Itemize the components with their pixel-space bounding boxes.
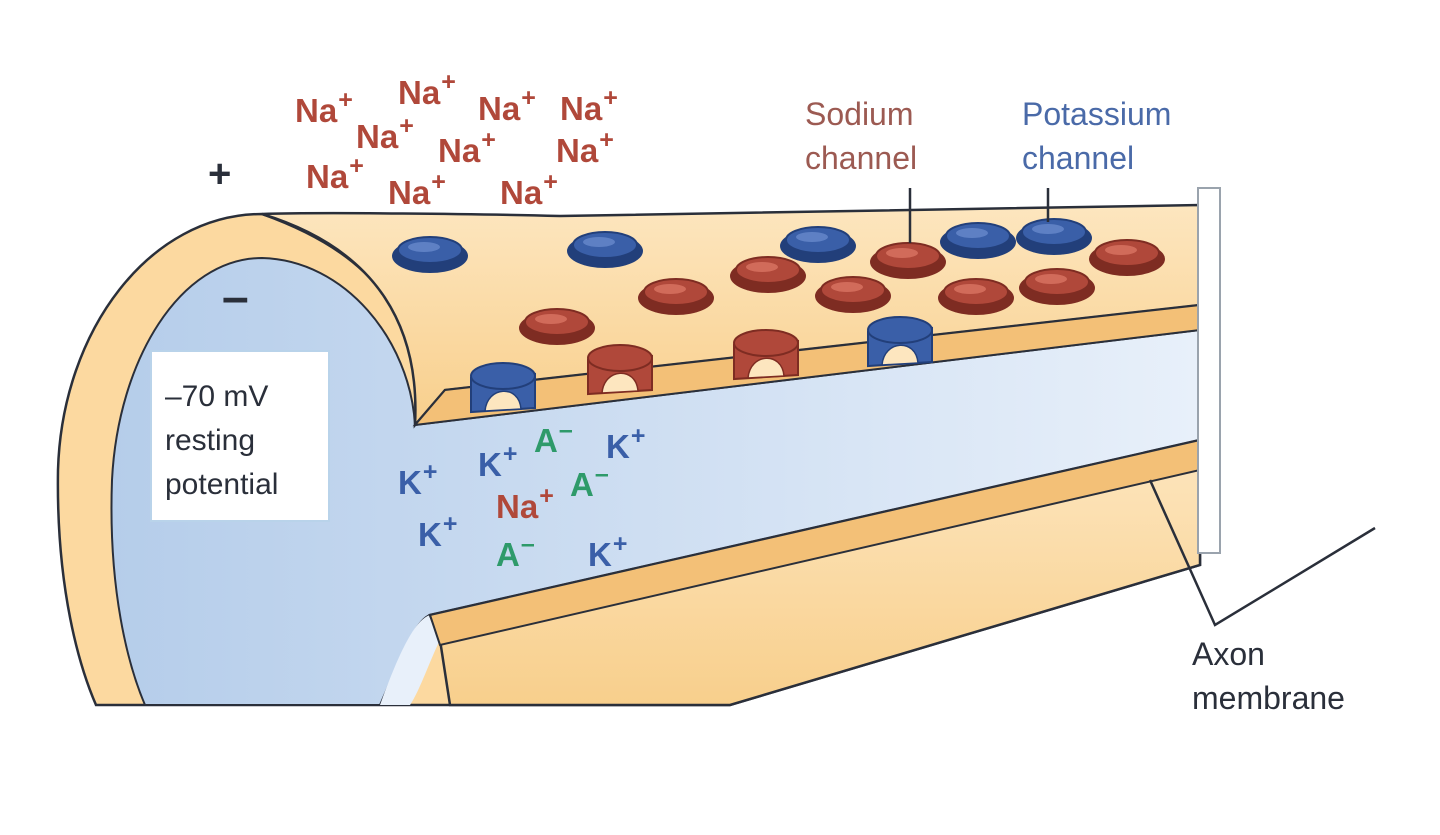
channel-highlight <box>1032 224 1064 234</box>
axon-membrane-leader <box>1148 479 1376 627</box>
channel-highlight <box>583 237 615 247</box>
ion-inside: K+ <box>398 458 438 501</box>
channel-highlight <box>1105 245 1137 255</box>
channel-highlight <box>746 262 778 272</box>
sodium-channel-top <box>733 329 799 357</box>
ion-inside: K+ <box>418 510 458 553</box>
channel-pore <box>601 372 639 394</box>
channel-pore <box>747 357 785 379</box>
outside-charge-sign: + <box>208 152 232 196</box>
potassium-channel-top <box>470 362 536 390</box>
ion-outside: Na+ <box>356 112 414 155</box>
ion-outside: Na+ <box>306 152 364 195</box>
channel-pore <box>881 344 919 366</box>
ion-outside: Na+ <box>388 168 446 211</box>
channel-highlight <box>408 242 440 252</box>
axon-end-cap <box>1197 187 1221 554</box>
channel-highlight <box>956 228 988 238</box>
potassium-channel-top <box>867 316 933 344</box>
channel-highlight <box>796 232 828 242</box>
axon-membrane-label: Axon membrane <box>1192 636 1345 716</box>
ion-outside: Na+ <box>500 168 558 211</box>
resting-potential-word: resting <box>165 424 256 457</box>
resting-potential-value: –70 mV <box>165 380 269 413</box>
ion-inside: A– <box>570 460 609 503</box>
ion-channels <box>392 218 1165 414</box>
ion-outside: Na+ <box>398 68 456 111</box>
sodium-channel-label: Sodium channel <box>805 96 918 176</box>
ion-outside: Na+ <box>438 126 496 169</box>
sodium-channel-top <box>587 344 653 372</box>
inside-charge-sign: – <box>222 271 249 324</box>
channel-highlight <box>1035 274 1067 284</box>
axon-cross-section-inner <box>110 256 1201 706</box>
resting-potential-box: –70 mV resting potential <box>150 350 330 522</box>
resting-potential-word-2: potential <box>165 468 279 501</box>
ion-outside: Na+ <box>556 126 614 169</box>
channel-highlight <box>831 282 863 292</box>
ion-inside: A– <box>496 530 535 573</box>
channel-highlight <box>535 314 567 324</box>
ion-inside: Na+ <box>496 482 554 525</box>
ion-inside: K+ <box>478 440 518 483</box>
channel-highlight <box>654 284 686 294</box>
ion-outside: Na+ <box>560 84 618 127</box>
ion-outside: Na+ <box>478 84 536 127</box>
channel-pore <box>484 390 522 412</box>
potassium-channel-label: Potassium channel <box>1022 96 1172 176</box>
channel-highlight <box>886 248 918 258</box>
ion-inside: K+ <box>606 422 646 465</box>
ion-inside: A– <box>534 416 573 459</box>
ion-inside: K+ <box>588 530 628 573</box>
ion-outside: Na+ <box>295 86 353 129</box>
channel-highlight <box>954 284 986 294</box>
